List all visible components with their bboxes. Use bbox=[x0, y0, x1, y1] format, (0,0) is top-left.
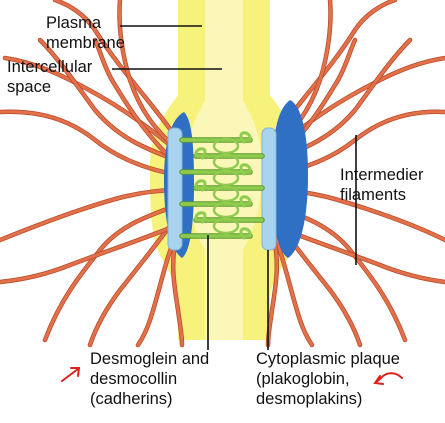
intermediate-filament bbox=[38, 38, 178, 162]
red-arrow-annotation-icon bbox=[61, 367, 81, 382]
intercellular-space-label-line-2: space bbox=[7, 78, 52, 96]
cytoplasmic-plaque-label-line-1: Cytoplasmic plaque bbox=[256, 350, 400, 368]
cadherin-curl bbox=[239, 195, 252, 208]
desmoglein-desmocollin-label: Desmoglein and desmocollin (cadherins) bbox=[90, 349, 209, 409]
cadherin-loop bbox=[212, 153, 240, 171]
cadherin-curl bbox=[194, 211, 207, 224]
intermediate-filament bbox=[88, 213, 180, 347]
intermediate-filament bbox=[270, 223, 445, 284]
intermediate-filament bbox=[118, 0, 180, 152]
intermediate-filament bbox=[0, 110, 180, 177]
leader-lines bbox=[112, 25, 357, 350]
cytoplasmic-plaque-label-line-3: desmoplakins) bbox=[256, 390, 363, 408]
cadherin-curl bbox=[239, 163, 252, 176]
intermediate-filament bbox=[0, 188, 180, 242]
red-curved-arrow-annotation-icon bbox=[373, 372, 403, 385]
desmoglein-label-line-1: Desmoglein and bbox=[90, 350, 210, 368]
intermediate-filaments-label-line-2: filaments bbox=[340, 186, 407, 204]
intermediate-filaments bbox=[0, 0, 445, 348]
cadherin-curl bbox=[239, 131, 252, 144]
plasma-membrane-label-line-2: membrane bbox=[46, 34, 125, 52]
plasma-membrane-label: Plasma membrane bbox=[46, 13, 125, 53]
cadherin-loop bbox=[212, 137, 240, 155]
desmoglein-label-line-2: desmocollin bbox=[90, 370, 178, 388]
intercellular-space-label: Intercellular space bbox=[7, 57, 92, 97]
cadherin-curl bbox=[239, 227, 252, 240]
cadherin-curl bbox=[194, 179, 207, 192]
intermediate-filament bbox=[171, 238, 184, 347]
intermediate-filament bbox=[0, 223, 180, 284]
annotations bbox=[61, 367, 403, 385]
cadherin-loop bbox=[212, 201, 240, 219]
cadherin-curl bbox=[194, 147, 207, 160]
intermediate-filaments-label: Intermedier filaments bbox=[340, 165, 423, 205]
cadherin-loop bbox=[212, 185, 240, 203]
intercellular-space-label-line-1: Intercellular bbox=[7, 58, 93, 76]
cadherin-loop bbox=[212, 217, 240, 235]
intermediate-filament bbox=[43, 203, 180, 342]
cytoplasmic-plaque-label: Cytoplasmic plaque (plakoglobin, desmopl… bbox=[256, 349, 400, 409]
cytoplasmic-plaque-label-line-2: (plakoglobin, bbox=[256, 370, 350, 388]
intermediate-filament bbox=[93, 38, 180, 167]
intermediate-filament bbox=[136, 228, 180, 347]
intermediate-filaments-label-line-1: Intermedier bbox=[340, 166, 424, 184]
intermediate-filament bbox=[270, 228, 314, 347]
left-plaque-light bbox=[167, 127, 183, 251]
intermediate-filament bbox=[53, 0, 180, 142]
cadherin-rods bbox=[179, 131, 265, 240]
cadherin-loop bbox=[212, 169, 240, 187]
cytoplasmic-plaques bbox=[164, 100, 308, 258]
desmoglein-label-line-3: (cadherins) bbox=[90, 390, 173, 408]
right-plaque-dark bbox=[272, 100, 308, 258]
plasma-membrane-label-line-1: Plasma bbox=[46, 14, 102, 32]
